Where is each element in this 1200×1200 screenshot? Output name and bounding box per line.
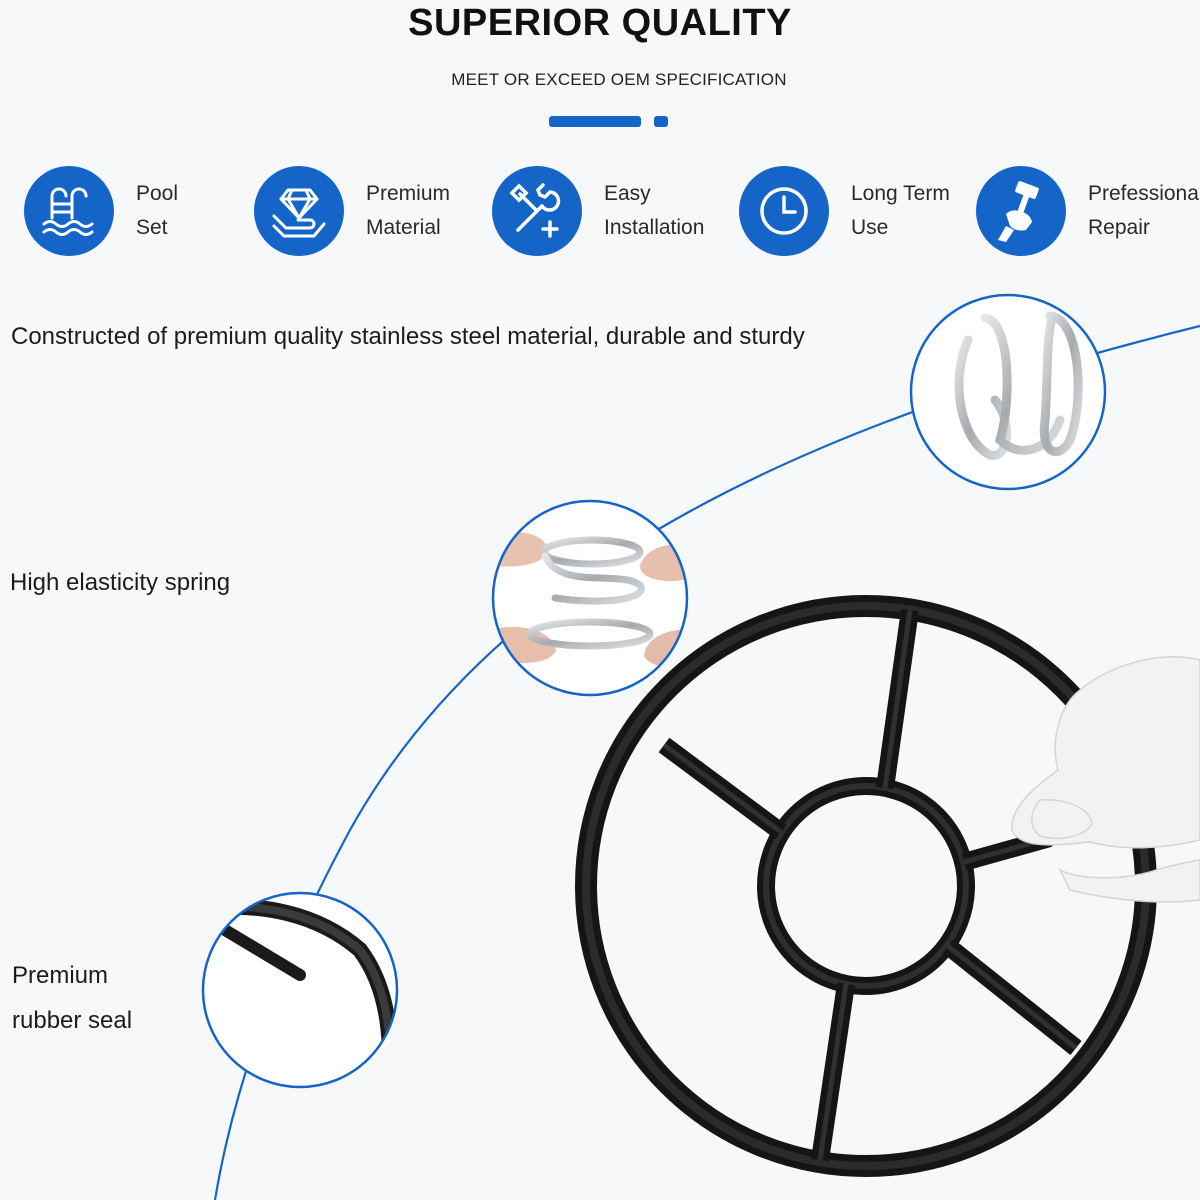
feature-label-line1: Pool xyxy=(136,182,179,205)
feature-label-line2: Repair xyxy=(1088,216,1150,239)
feature-label-line2: Set xyxy=(136,216,168,239)
feature-long-term-use: Long Term Use xyxy=(739,165,981,257)
seal-detail-image xyxy=(201,891,399,1089)
feature-label-line1: Long Term xyxy=(851,182,950,205)
hammer-fist-icon xyxy=(976,166,1066,256)
feature-label-line2: Installation xyxy=(604,216,705,239)
feature-label-line1: Premium xyxy=(366,182,451,205)
feature-label-line1: Easy xyxy=(604,182,651,205)
seal-description-line1: Premium xyxy=(12,962,109,989)
clock-icon xyxy=(739,166,829,256)
accent-bar-long xyxy=(549,116,641,127)
seal-description: Premium rubber seal xyxy=(12,953,132,1043)
pool-icon xyxy=(24,166,114,256)
feature-easy-installation: Easy Installation xyxy=(492,165,734,257)
gloved-hand xyxy=(1011,656,1200,903)
feature-label-line2: Use xyxy=(851,216,889,239)
spider-gasket xyxy=(575,595,1157,1177)
seal-description-line2: rubber seal xyxy=(12,1007,133,1034)
spring-detail-image xyxy=(491,499,689,697)
feature-professional-repair: Prefessional Repair xyxy=(976,165,1200,257)
steel-detail-image xyxy=(909,293,1107,491)
feature-label-line2: Material xyxy=(366,216,441,239)
feature-pool-set: Pool Set xyxy=(24,165,266,257)
accent-bar-short xyxy=(654,116,668,127)
page-title: SUPERIOR QUALITY xyxy=(408,2,792,44)
diamond-hand-icon xyxy=(254,166,344,256)
page-subtitle: MEET OR EXCEED OEM SPECIFICATION xyxy=(451,70,787,89)
feature-label-line1: Prefessional xyxy=(1088,182,1200,205)
spring-description: High elasticity spring xyxy=(10,569,231,596)
tools-icon xyxy=(492,166,582,256)
steel-description: Constructed of premium quality stainless… xyxy=(11,323,805,350)
feature-premium-material: Premium Material xyxy=(254,165,496,257)
